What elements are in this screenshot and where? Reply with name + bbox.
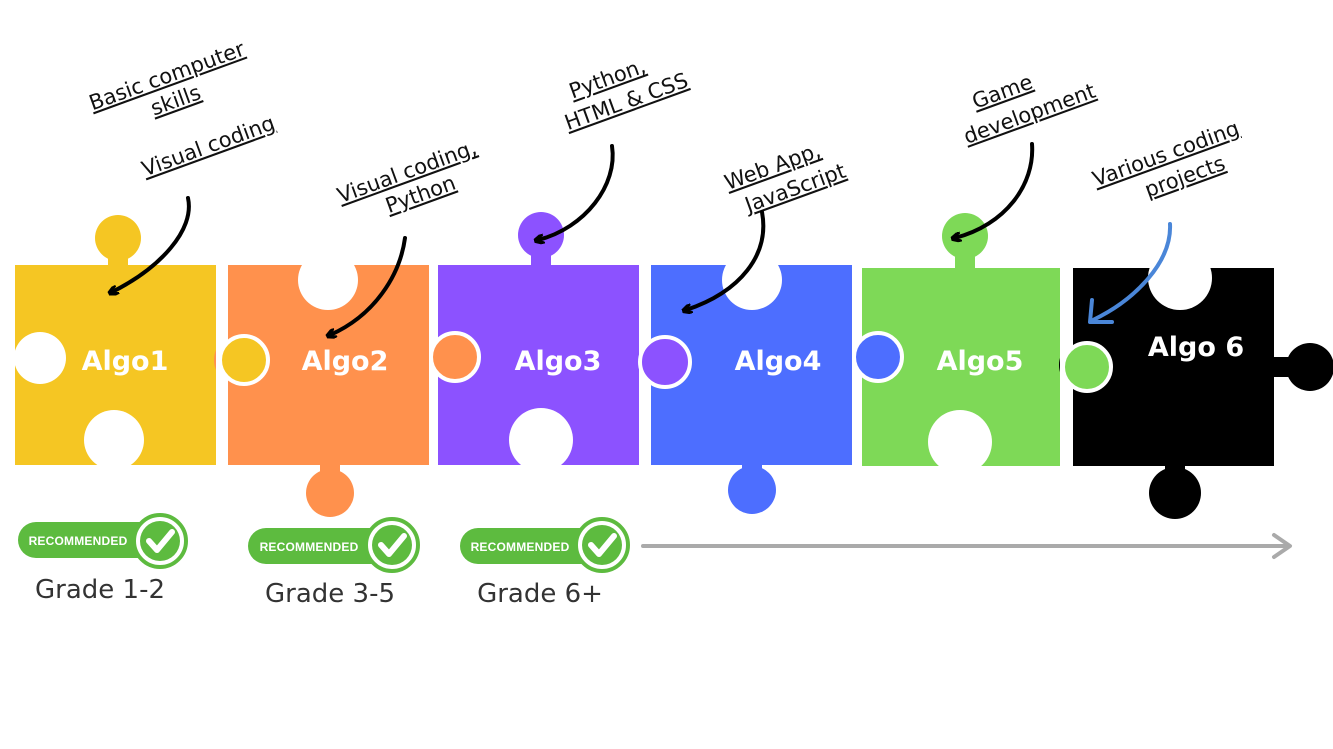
progress-arrow <box>641 533 1292 559</box>
puzzle-piece-algo1: Algo1 <box>14 215 216 470</box>
recommended-badge-1: RECOMMENDED <box>18 513 188 569</box>
annotation-arrow <box>955 142 1035 238</box>
badge-text: RECOMMENDED <box>260 540 359 554</box>
check-icon <box>588 533 617 557</box>
piece-label: Algo2 <box>302 346 389 377</box>
annotation-arrow <box>686 210 766 310</box>
recommended-badge-3: RECOMMENDED <box>460 517 630 573</box>
annotation-algo2: Visual coding, Python <box>334 135 480 218</box>
grade-label: Grade 1-2 <box>35 575 165 605</box>
annotation-algo5: Game development <box>960 70 1098 149</box>
grade-label: Grade 3-5 <box>265 579 395 609</box>
annotation-algo3: Python, HTML & CSS <box>561 54 691 135</box>
badge-text: RECOMMENDED <box>471 540 570 554</box>
annotation-arrow <box>330 236 407 335</box>
grade-label: Grade 6+ <box>477 579 603 609</box>
check-icon <box>146 529 175 553</box>
piece-label: Algo3 <box>515 346 602 377</box>
badge-text: RECOMMENDED <box>29 534 128 548</box>
annotation-arrow <box>112 196 191 292</box>
connector-tabs <box>218 331 1113 393</box>
annotation-line: Visual coding <box>139 111 278 181</box>
puzzle-piece-algo6: Algo 6 <box>1059 246 1333 519</box>
annotation-algo6: Various coding projects <box>1089 116 1242 202</box>
piece-label: Algo1 <box>82 346 169 377</box>
annotation-algo4: Web App, JavaScript <box>721 138 848 218</box>
piece-label: Algo5 <box>937 346 1024 377</box>
check-icon <box>378 533 407 557</box>
annotation-arrow-blue <box>1088 222 1173 324</box>
annotation-arrow <box>538 144 615 240</box>
piece-label: Algo 6 <box>1148 332 1244 363</box>
annotation-algo1: Basic computer skills Visual coding <box>86 37 278 182</box>
recommended-badge-2: RECOMMENDED <box>248 517 420 573</box>
piece-label: Algo4 <box>735 346 822 377</box>
